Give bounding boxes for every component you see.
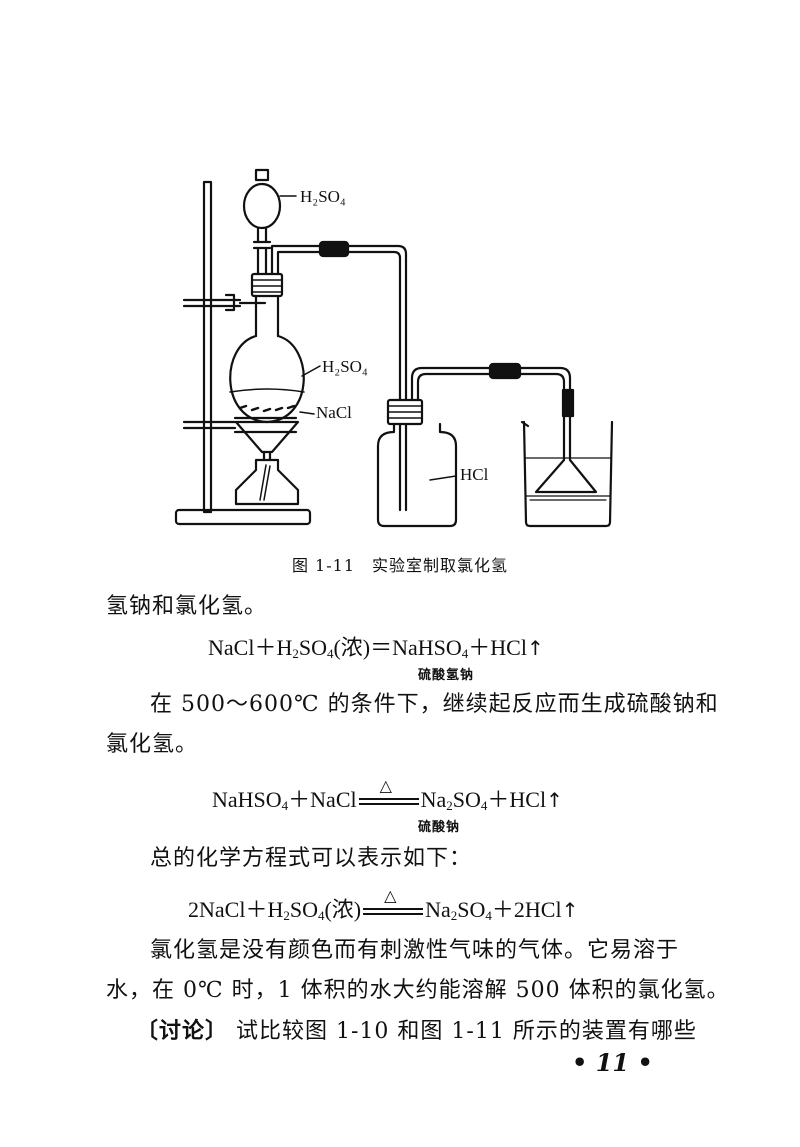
- alcohol-lamp: [234, 458, 300, 506]
- label-h2so4-funnel: H₂SO₄: [300, 187, 346, 206]
- para-2-line-1: 在 500～600℃ 的条件下，继续起反应而生成硫酸钠和: [150, 692, 719, 717]
- equation-1: NaCl＋H2SO4(浓)＝NaHSO4＋HCl↑: [208, 635, 544, 661]
- heat-condition: △: [363, 886, 424, 922]
- equation-2: NaHSO4＋NaCl△Na2SO4＋HCl↑: [212, 775, 563, 813]
- para-4-line-1: 氯化氢是没有颜色而有刺激性气味的气体。它易溶于: [150, 938, 680, 963]
- heat-condition: △: [358, 776, 419, 812]
- figure-caption: 图 1-11 实验室制取氯化氢: [291, 556, 509, 575]
- equation-3: 2NaCl＋H2SO4(浓)△Na2SO4＋2HCl↑: [188, 885, 579, 923]
- discussion-tag: 〔讨论〕: [136, 1018, 229, 1044]
- page-number: • 11 •: [572, 1048, 653, 1077]
- funnel-stopper: [254, 168, 270, 182]
- stand-rod: [202, 180, 213, 514]
- label-nacl: NaCl: [316, 403, 352, 422]
- gas-bottle: [376, 422, 458, 528]
- para-1-tail: 氢钠和氯化氢。: [106, 594, 268, 619]
- equation-1-note: 硫酸氢钠: [418, 668, 475, 683]
- gas-arrow: ↑: [561, 898, 579, 922]
- label-hcl: HCl: [460, 465, 489, 484]
- gas-arrow: ↑: [546, 788, 563, 812]
- wire-gauze: [234, 420, 300, 454]
- separatory-funnel: [242, 182, 282, 230]
- discussion-line: 〔讨论〕 试比较图 1-10 和图 1-11 所示的装置有哪些: [136, 1014, 697, 1049]
- stand-base: [174, 508, 312, 526]
- discussion-text: 试比较图 1-10 和图 1-11 所示的装置有哪些: [236, 1019, 697, 1044]
- delivery-tube-1: [270, 244, 408, 512]
- inverted-funnel: [534, 414, 598, 494]
- beaker: [520, 420, 614, 528]
- gas-arrow: ↑: [526, 636, 544, 660]
- para-4-line-2: 水，在 0℃ 时，1 体积的水大约能溶解 500 体积的氯化氢。: [106, 978, 730, 1003]
- apparatus-figure: H₂SO₄ H₂SO₄ NaCl HCl: [174, 168, 614, 528]
- ring-clamp: [182, 416, 298, 434]
- para-2-line-2: 氯化氢。: [106, 732, 199, 757]
- equation-2-note: 硫酸钠: [418, 820, 461, 835]
- flask-neck: [254, 294, 280, 338]
- label-h2so4-flask: H₂SO₄: [322, 357, 368, 376]
- para-3: 总的化学方程式可以表示如下：: [150, 846, 473, 871]
- upper-clamp: [182, 293, 267, 312]
